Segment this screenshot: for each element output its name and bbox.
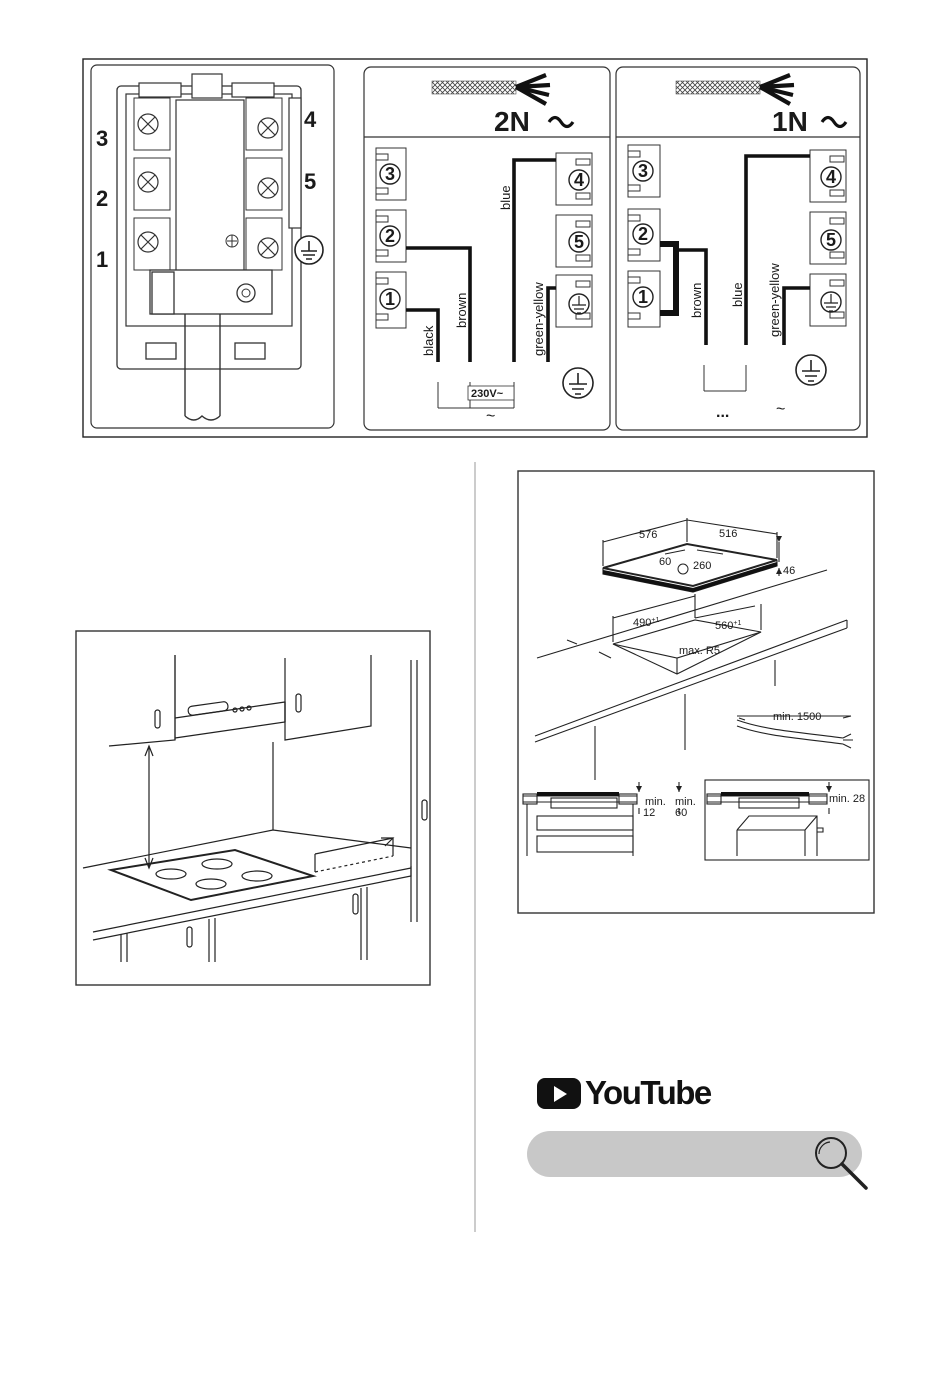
terminal-screws-right <box>246 98 282 270</box>
svg-text:12: 12 <box>643 807 655 819</box>
svg-text:1: 1 <box>638 287 648 307</box>
svg-text:max. R5: max. R5 <box>679 645 720 657</box>
svg-text:brown: brown <box>689 283 704 318</box>
svg-text:~: ~ <box>486 408 495 425</box>
svg-text:560+1: 560+1 <box>715 620 741 632</box>
svg-text:black: black <box>421 325 436 356</box>
svg-text:2: 2 <box>385 226 395 246</box>
wiring-2n-panel: 2N 3 2 1 4 5 black brown <box>364 67 610 430</box>
svg-text:brown: brown <box>454 293 469 328</box>
svg-text:green-yellow: green-yellow <box>531 282 546 356</box>
search-icon[interactable] <box>810 1132 872 1192</box>
svg-text:2: 2 <box>638 224 648 244</box>
svg-text:min. 1500: min. 1500 <box>773 711 821 723</box>
svg-text:46: 46 <box>783 565 795 577</box>
svg-text:1: 1 <box>96 247 108 272</box>
kitchen-installation-illustration <box>75 630 432 988</box>
svg-text:5: 5 <box>826 230 836 250</box>
svg-text:516: 516 <box>719 528 737 540</box>
dimension-diagram: 576 516 46 60 260 490+1 560+1 max. R5 mi… <box>517 470 875 915</box>
svg-text:blue: blue <box>730 282 745 307</box>
svg-text:5: 5 <box>574 232 584 252</box>
terminal-screws-left <box>134 98 170 270</box>
voltage-label: 230V~ <box>471 388 504 400</box>
svg-text:4: 4 <box>826 167 836 187</box>
svg-text:60: 60 <box>675 807 687 819</box>
terminal-block-panel: 3 2 1 4 5 <box>91 65 334 428</box>
svg-text:min. 28: min. 28 <box>829 793 865 805</box>
svg-text:260: 260 <box>693 560 711 572</box>
earth-symbol <box>563 368 593 398</box>
supply-2n-label: 2N <box>494 106 530 137</box>
svg-text:5: 5 <box>304 169 316 194</box>
svg-text:490+1: 490+1 <box>633 617 659 629</box>
svg-text:4: 4 <box>304 107 317 132</box>
svg-text:3: 3 <box>385 164 395 184</box>
svg-text:4: 4 <box>574 170 584 190</box>
play-icon <box>537 1078 581 1109</box>
svg-text:3: 3 <box>96 126 108 151</box>
svg-text:1: 1 <box>385 289 395 309</box>
earth-symbol <box>796 355 826 385</box>
earth-symbol <box>295 236 323 264</box>
svg-text:...: ... <box>716 404 729 421</box>
wire-labels-1n: brown blue green-yellow <box>689 263 782 337</box>
svg-text:green-yellow: green-yellow <box>767 263 782 337</box>
svg-text:2: 2 <box>96 186 108 211</box>
svg-text:60: 60 <box>659 556 671 568</box>
column-divider <box>474 462 476 1232</box>
youtube-logo: YouTube <box>537 1072 687 1114</box>
wiring-diagram-panel: 3 2 1 4 5 2N 3 2 1 4 5 <box>0 0 950 460</box>
svg-text:~: ~ <box>776 401 785 418</box>
supply-1n-label: 1N <box>772 106 808 137</box>
svg-text:3: 3 <box>638 161 648 181</box>
svg-text:576: 576 <box>639 529 657 541</box>
youtube-wordmark: YouTube <box>585 1072 711 1114</box>
svg-text:blue: blue <box>498 185 513 210</box>
wiring-1n-panel: 1N 3 2 1 4 5 brown blue green <box>616 67 860 430</box>
